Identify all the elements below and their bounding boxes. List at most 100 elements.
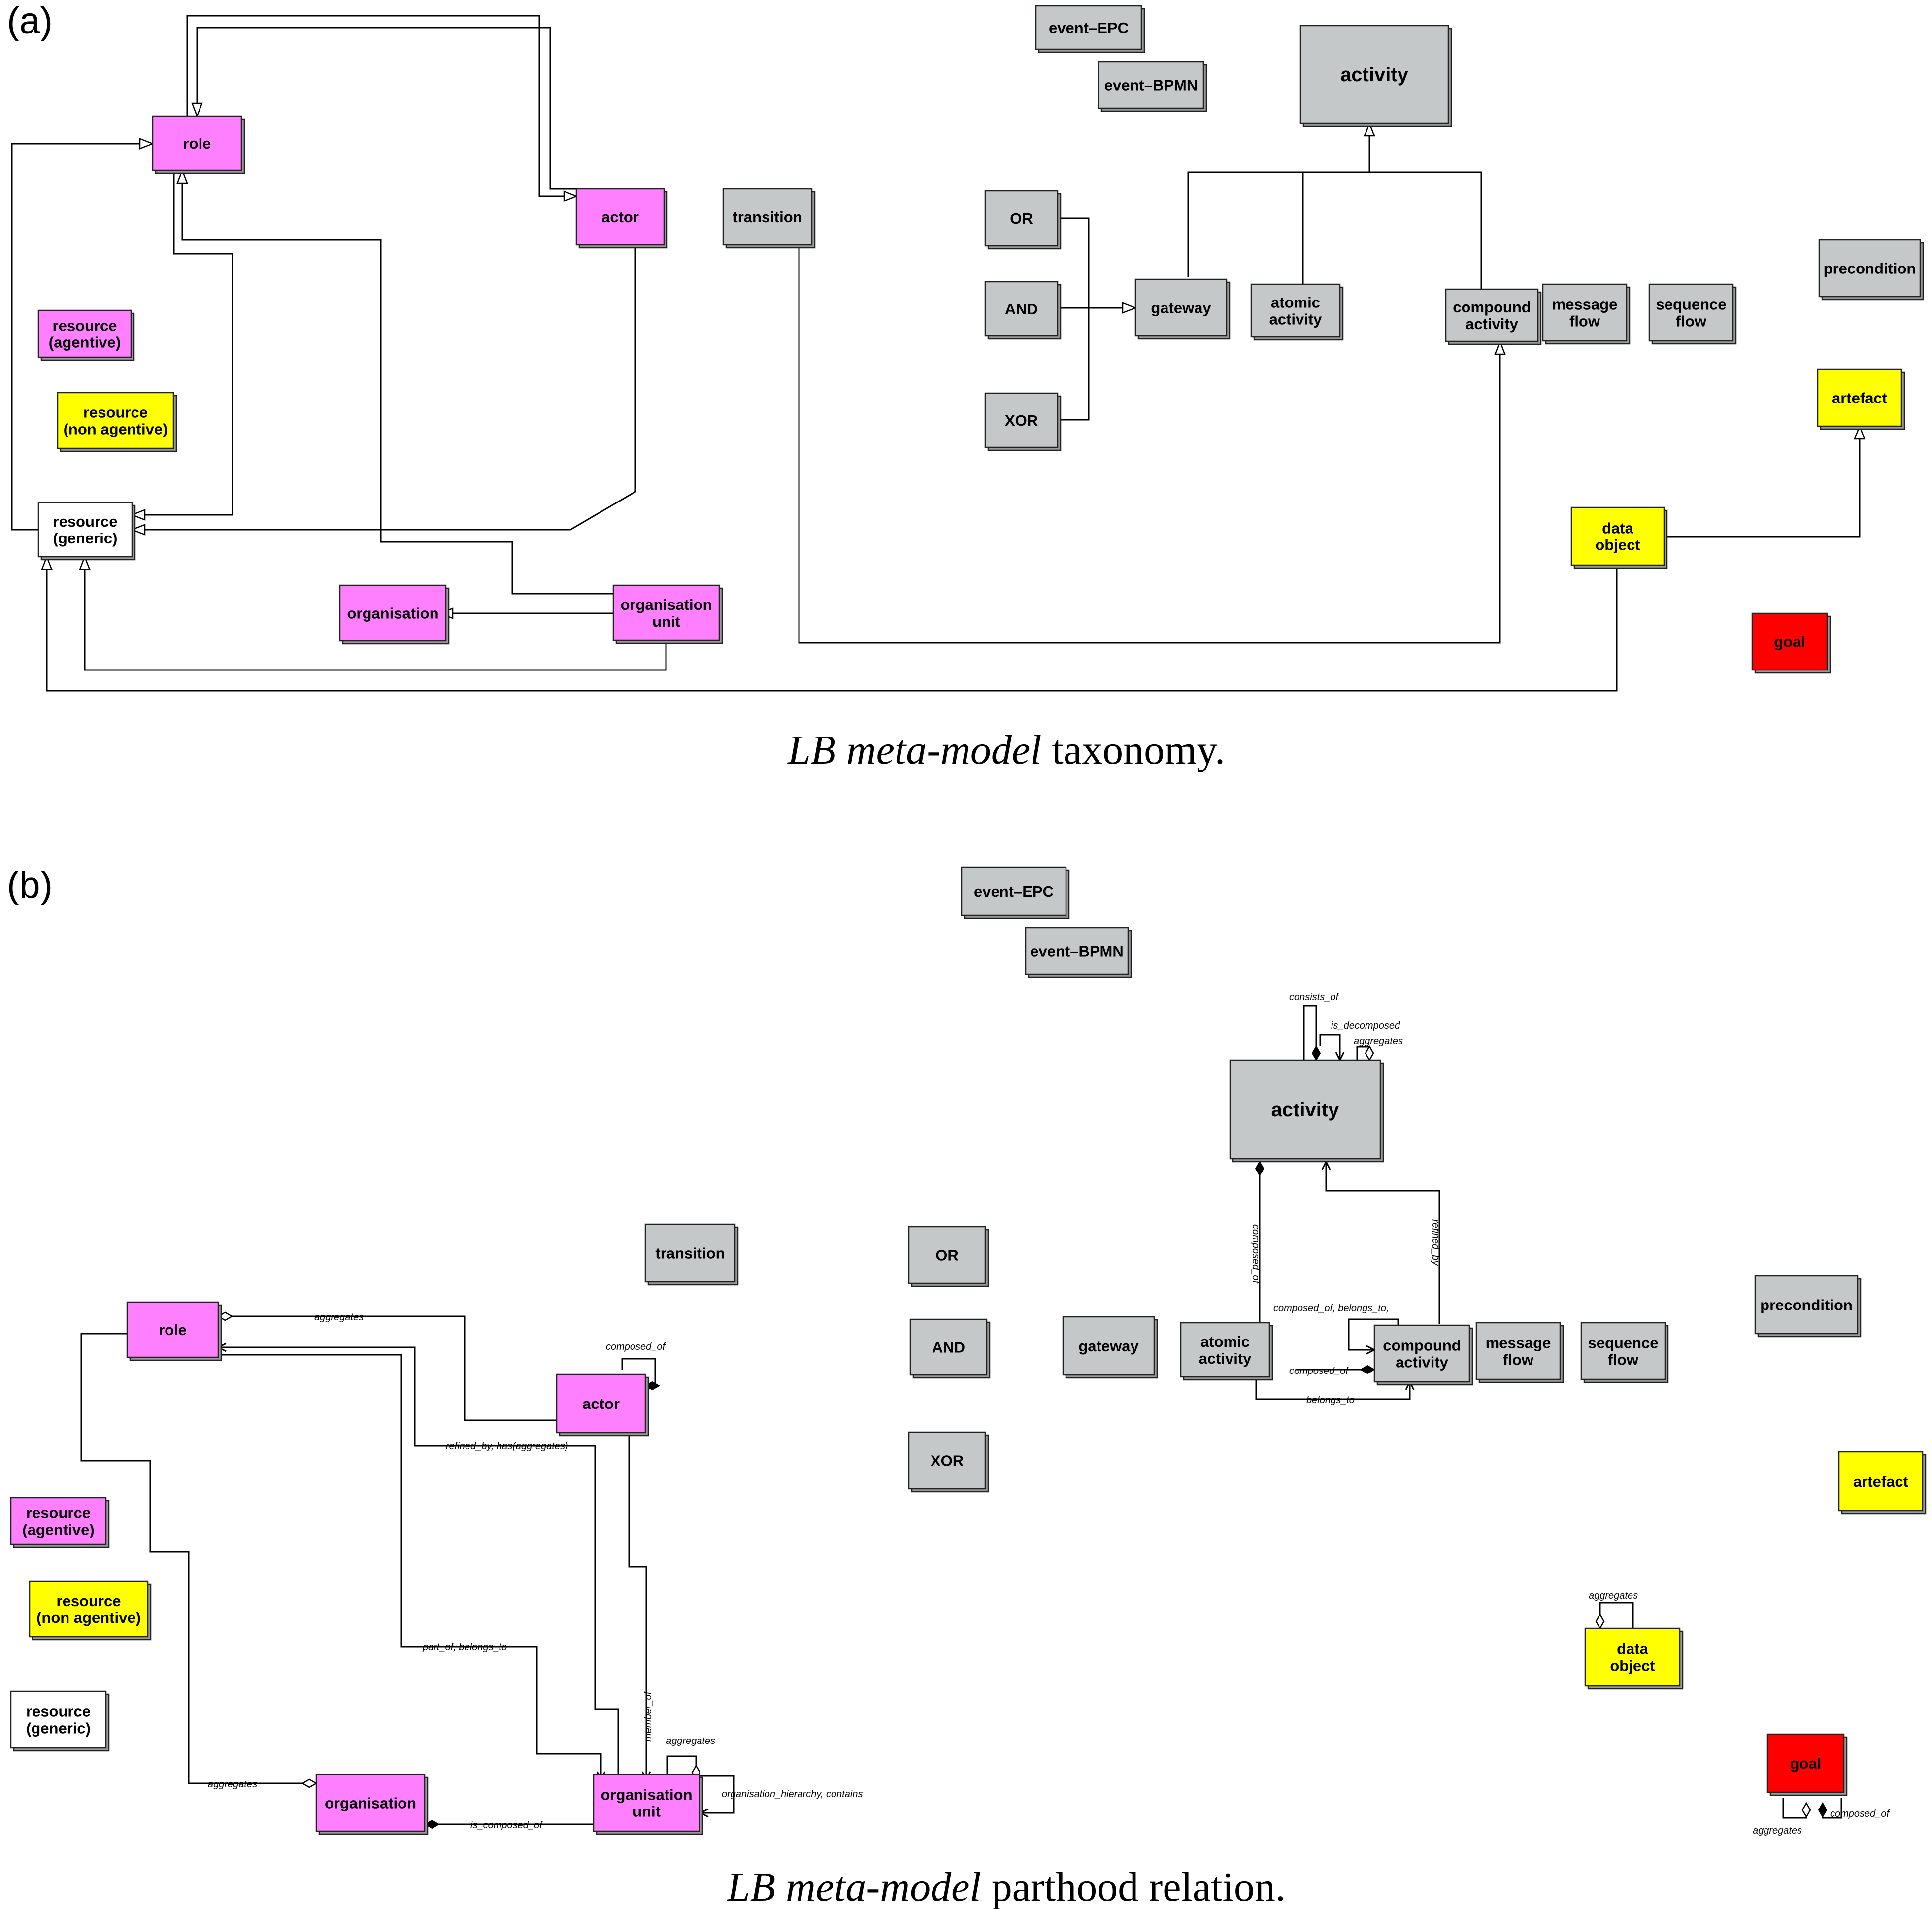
arrowhead-generic-right-2	[130, 524, 146, 536]
node-label: flow	[1608, 1351, 1639, 1369]
node-transition: transition	[644, 1223, 739, 1286]
caption-a: LB meta-model taxonomy.	[787, 727, 1225, 773]
node-resource-generic: resource(generic)	[37, 502, 136, 561]
node-label: AND	[932, 1339, 965, 1356]
node-box	[1098, 61, 1204, 109]
label-composed-of-belongs-to: composed_of, belongs_to,	[1273, 1303, 1389, 1314]
node-label: sequence	[1588, 1335, 1658, 1352]
node-box	[1817, 368, 1902, 427]
node-box	[1570, 506, 1665, 566]
node-label: XOR	[931, 1452, 964, 1470]
node-box	[1035, 5, 1142, 50]
node-resource-agentive: resource(agentive)	[10, 1497, 110, 1548]
caption-b-italic: LB meta-model	[727, 1864, 981, 1909]
node-label: activity	[1340, 64, 1409, 86]
node-box	[1580, 1322, 1666, 1380]
edge-actor-role-outer	[186, 15, 576, 197]
diamond-goal-composed-of	[1818, 1802, 1828, 1818]
label-part-of-belongs-to: part_of, belongs_to	[422, 1642, 507, 1653]
arrowhead-generic-bottom-2	[41, 555, 53, 570]
label-unit-aggregates: aggregates	[666, 1736, 715, 1746]
node-label: event–EPC	[974, 883, 1054, 900]
node-label: resource	[53, 317, 117, 335]
caption-a-rest: taxonomy.	[1042, 727, 1226, 773]
node-label: activity	[1199, 1350, 1252, 1367]
arrowhead-role-left	[139, 138, 155, 150]
node-box	[339, 584, 447, 642]
node-label: resource	[26, 1703, 91, 1720]
node-label: gateway	[1078, 1338, 1139, 1355]
node-box	[984, 190, 1059, 247]
node-label: goal	[1790, 1755, 1822, 1772]
node-label: message	[1552, 296, 1618, 313]
node-label: artefact	[1853, 1473, 1908, 1490]
node-box	[556, 1373, 646, 1434]
node-goal: goal	[1766, 1733, 1848, 1796]
node-organisation: organisation	[339, 584, 450, 645]
edge-orgunit-to-role	[181, 170, 613, 595]
node-xor: XOR	[908, 1431, 989, 1493]
edge-org-hierarchy	[700, 1775, 735, 1814]
node-event-bpmn: event–BPMN	[1025, 927, 1132, 978]
edge-refined-by	[1325, 1162, 1440, 1324]
node-label: compound	[1453, 299, 1531, 316]
node-label: object	[1595, 536, 1640, 554]
node-label: gateway	[1151, 300, 1211, 317]
node-box	[1180, 1322, 1270, 1378]
node-label: actor	[582, 1395, 620, 1412]
node-label: resource	[53, 513, 118, 530]
taxonomy-edges	[11, 15, 1865, 692]
node-box	[1584, 1627, 1681, 1687]
edge-role-aggregates	[218, 1315, 557, 1421]
node-box	[1754, 1275, 1859, 1335]
node-gateway: gateway	[1134, 278, 1231, 340]
edge-compound-to-activity	[1368, 123, 1482, 289]
arrowhead-role-bottom	[176, 168, 188, 184]
edge-member-of	[628, 1433, 647, 1779]
node-box	[1542, 283, 1628, 342]
node-label: compound	[1383, 1337, 1461, 1354]
node-box	[1134, 278, 1228, 337]
label-refined-by: refined_by	[1430, 1219, 1441, 1266]
node-resource-agentive: resource(agentive)	[37, 309, 135, 361]
node-precondition: precondition	[1754, 1275, 1862, 1338]
node-resource-non-agentive: resource(non agentive)	[57, 392, 177, 452]
node-label: AND	[1005, 301, 1038, 318]
label-activity-aggregates: aggregates	[1354, 1036, 1403, 1047]
node-artefact: artefact	[1817, 368, 1905, 430]
label-composed-of-vertical: composed_of	[1250, 1224, 1261, 1285]
edge-refined-by-has	[218, 1346, 619, 1779]
arrowhead-artefact	[1854, 424, 1865, 440]
node-label: precondition	[1760, 1297, 1853, 1314]
node-label: flow	[1569, 313, 1600, 330]
node-label: actor	[601, 208, 639, 226]
node-label: data	[1617, 1641, 1649, 1658]
node-organisation: organisation	[315, 1774, 429, 1835]
node-artefact: artefact	[1838, 1451, 1927, 1515]
diamond-activity-aggregates	[1365, 1045, 1374, 1062]
edge-part-of-belongs-to	[218, 1354, 602, 1779]
node-label: (generic)	[53, 530, 118, 547]
edge-dataobject-to-generic	[46, 557, 1618, 692]
node-box	[575, 188, 665, 246]
node-label: organisation	[620, 596, 712, 613]
node-box	[644, 1223, 736, 1283]
node-label: activity	[1396, 1354, 1449, 1371]
caption-b-rest: parthood relation.	[981, 1864, 1286, 1909]
edge-belongs-to	[1255, 1377, 1411, 1400]
node-label: unit	[652, 613, 680, 630]
node-label: goal	[1774, 634, 1805, 651]
node-activity: activity	[1299, 25, 1452, 127]
panel-b-parthood: (b) consists_of is_decomposed aggregates…	[7, 864, 1927, 1909]
label-actor-composed-of: composed_of	[606, 1341, 666, 1352]
node-label: XOR	[1005, 412, 1038, 429]
node-box	[1250, 283, 1341, 338]
arrowhead-gateway	[1122, 302, 1137, 314]
label-member-of: member_of	[643, 1690, 654, 1742]
node-label: transition	[655, 1245, 725, 1262]
label-atomic-composed-of: composed_of	[1289, 1366, 1350, 1376]
node-label: unit	[633, 1803, 661, 1820]
